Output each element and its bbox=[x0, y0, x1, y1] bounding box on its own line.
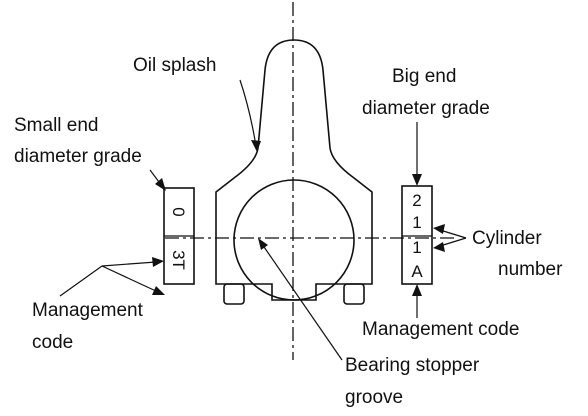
management-code-left-line1: Management bbox=[32, 300, 144, 321]
bearing-stopper-leader bbox=[261, 243, 343, 361]
small-end-grade-arrowhead bbox=[155, 178, 166, 191]
big-end-grade-mark-2: 1 bbox=[412, 213, 421, 232]
management-left-leader-2 bbox=[101, 261, 157, 267]
bearing-stopper-label-line2: groove bbox=[345, 387, 403, 408]
management-code-right-label: Management code bbox=[362, 319, 519, 340]
management-left-leader-3 bbox=[101, 265, 159, 293]
cylinder-number-label-line2: number bbox=[498, 259, 563, 280]
management-left-arrowhead-2 bbox=[152, 286, 165, 295]
big-end-grade-arrowhead bbox=[412, 174, 422, 186]
management-right-arrowhead bbox=[412, 284, 422, 296]
big-end-management-mark: A bbox=[411, 262, 423, 281]
cylinder-number-mark: 1 bbox=[412, 238, 421, 257]
small-end-grade-mark: 0 bbox=[169, 207, 188, 216]
big-end-grade-label-line1: Big end bbox=[392, 66, 456, 87]
rod-outline bbox=[215, 39, 373, 301]
cylinder-arrowhead-lower bbox=[433, 242, 445, 252]
cylinder-arrowhead-upper bbox=[433, 224, 445, 234]
bearing-stopper-arrowhead bbox=[258, 238, 268, 250]
bearing-stopper-label-line1: Bearing stopper bbox=[345, 355, 480, 376]
big-end-grade-label-line2: diameter grade bbox=[362, 98, 490, 119]
left-bolt-head bbox=[223, 283, 245, 305]
oil-splash-label: Oil splash bbox=[133, 55, 216, 76]
management-left-arrowhead-1 bbox=[152, 257, 164, 267]
small-end-grade-label-line2: diameter grade bbox=[14, 146, 142, 167]
big-end-grade-mark-1: 2 bbox=[412, 191, 421, 210]
small-end-management-mark: 3T bbox=[169, 250, 188, 270]
management-code-left-line2: code bbox=[32, 332, 73, 353]
small-end-grade-label-line1: Small end bbox=[14, 115, 99, 136]
cylinder-number-label-line1: Cylinder bbox=[472, 228, 542, 249]
right-bolt-head bbox=[343, 283, 365, 305]
big-end-bore bbox=[233, 179, 355, 301]
oil-splash-leader bbox=[239, 79, 257, 147]
cylinder-leader-lower bbox=[439, 237, 467, 247]
cylinder-leader-upper bbox=[439, 229, 467, 239]
management-left-leader-1 bbox=[59, 265, 103, 297]
oil-splash-arrowhead bbox=[251, 140, 261, 152]
